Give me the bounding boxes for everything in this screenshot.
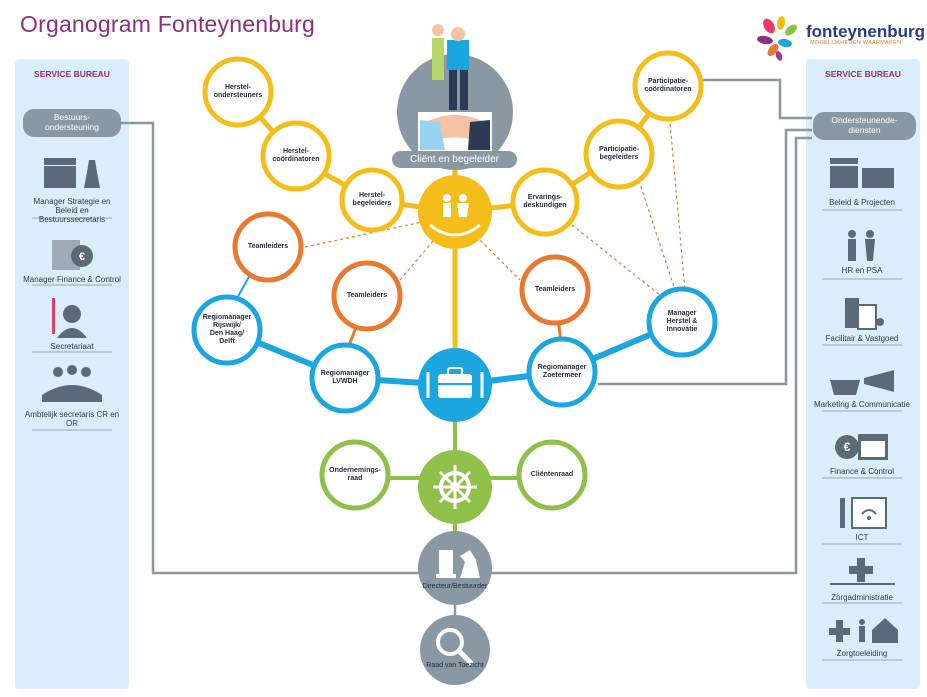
right-connector-top (700, 78, 812, 120)
node-herstel-coordinatoren: Herstel- coördinatoren (272, 148, 320, 163)
side-item-facilitair: Facilitair & Vastgoed (825, 334, 899, 343)
side-item-hr-psa: HR en PSA (841, 266, 883, 275)
node-directeur: Directeur/Bestuurder (422, 583, 488, 590)
side-separators (32, 209, 902, 661)
logo-tagline: MOGELIJKHEDEN WAARMAKEN (810, 40, 902, 46)
node-herstel-begeleiders: Herstel- begeleiders (352, 192, 392, 207)
side-item-finance-right: Finance & Control (829, 467, 895, 476)
devices-plant-icon (845, 298, 884, 330)
node-herstel-ondersteuners: Herstel- ondersteuners (213, 84, 263, 99)
people-icon (848, 230, 875, 261)
node-participatie-coordinatoren: Participatie- coördinatoren (644, 78, 692, 93)
wrench-wifi-icon (840, 497, 887, 529)
basket-megaphone-icon (830, 370, 894, 395)
cross-people-house-icon (829, 618, 898, 643)
clapperboard-chess-icon (44, 158, 100, 188)
node-teamleiders-2: Teamleiders (346, 292, 388, 299)
svg-text:€: € (844, 440, 851, 454)
chess-knight-rook-icon (418, 531, 492, 605)
fonteynenburg-logo-icon (757, 16, 797, 61)
node-participatie-begeleiders: Participatie- begeleiders (598, 146, 640, 161)
cross-pen-icon (830, 558, 895, 585)
side-item-beleid-projecten: Beleid & Projecten (829, 198, 895, 207)
svg-text:€: € (79, 251, 85, 263)
node-rings (191, 50, 718, 511)
side-item-ambtelijk: Ambtelijk secretaris CR en OR (24, 410, 120, 428)
ondersteunende-diensten-pill: Ondersteunende- diensten (813, 112, 916, 140)
teamleiders-rijswijk-link (235, 274, 251, 301)
euro-calendar-icon: € (835, 434, 888, 460)
ondersteunende-diensten-label: Ondersteunende- diensten (831, 115, 898, 135)
side-item-marketing: Marketing & Communicatie (813, 400, 911, 409)
coins-euro-icon: € (52, 240, 93, 270)
node-teamleiders-1: Teamleiders (247, 243, 289, 250)
node-regiomanager-lvwdh: Regiomanager LVWDH (320, 370, 370, 385)
side-item-zorgtoeleiding: Zorgtoeleiding (836, 649, 888, 658)
right-connector-bottom (490, 136, 812, 575)
right-connector-middle (598, 128, 812, 386)
side-item-ict: ICT (855, 533, 869, 542)
side-item-finance-left: Manager Finance & Control (23, 275, 121, 284)
side-item-secretariaat: Secretariaat (50, 342, 94, 351)
headset-person-icon (52, 298, 87, 338)
node-regiomanager-zoetermeer: Regiomanager Zoetermeer (537, 364, 587, 379)
hub-people-icon (418, 175, 492, 249)
node-manager-herstel: Manager Herstel & Innovatie (666, 310, 698, 333)
hub-briefcase-icon (418, 348, 492, 422)
node-regiomanager-rijswijk: Regiomanager Rijswijk/ Den Haag/ Delft (202, 314, 252, 345)
left-connector (120, 121, 420, 575)
group-hands-icon (42, 365, 102, 402)
node-clientenraad: Cliëntenraad (530, 471, 574, 478)
client-begeleider-label: Cliënt en begeleider (392, 151, 517, 168)
node-ondernemingsraad: Ondernemings- raad (329, 467, 381, 482)
hub-ship-wheel-icon (418, 450, 492, 524)
node-raad-van-toezicht: Raad van Toezicht (426, 662, 484, 669)
bestuursondersteuning-pill: Bestuurs- ondersteuning (23, 109, 121, 137)
logo-wordmark: fonteynenburg (806, 22, 925, 41)
node-ervaringsdeskundigen: Ervarings- deskundigen (523, 194, 567, 209)
node-teamleiders-3: Teamleiders (534, 286, 576, 293)
left-panel-heading: SERVICE BUREAU (34, 69, 110, 79)
page-title: Organogram Fonteynenburg (20, 11, 316, 37)
clapperboard-folder-icon (830, 158, 894, 188)
side-item-zorgadministratie: Zorgadministratie (831, 593, 893, 602)
right-panel-heading: SERVICE BUREAU (825, 69, 901, 79)
bestuursondersteuning-label: Bestuurs- ondersteuning (45, 112, 99, 132)
side-item-strategie: Manager Strategie en Beleid en Bestuurss… (33, 197, 111, 224)
magnifier-icon (420, 615, 490, 685)
client-begeleider-illustration (397, 24, 513, 170)
